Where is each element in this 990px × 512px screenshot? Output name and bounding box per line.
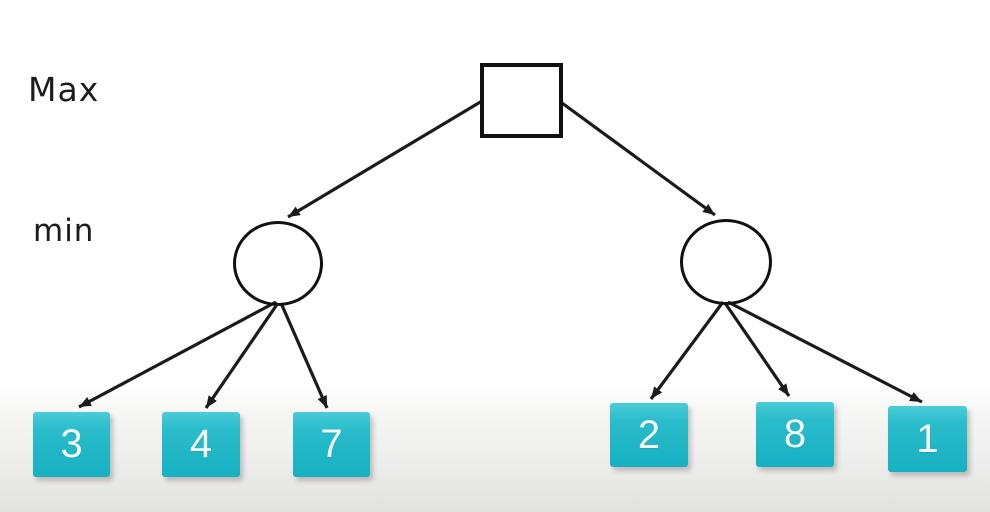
- leaf-value: 8: [783, 412, 807, 456]
- min-node-right: [680, 219, 772, 305]
- leaf-node: 8: [756, 402, 834, 467]
- edge-rightmin-to-leaf-8: [723, 302, 791, 397]
- leaf-value: 7: [320, 422, 343, 466]
- root-max-node: [480, 63, 563, 138]
- edge-leftmin-to-leaf-4: [204, 302, 280, 409]
- leaf-node: 1: [888, 406, 967, 472]
- leaf-value: 4: [189, 422, 213, 466]
- edge-root-to-right-min: [561, 101, 716, 217]
- edge-root-to-left-min: [287, 99, 483, 219]
- leaf-node: 3: [33, 412, 110, 477]
- leaf-value: 2: [637, 412, 661, 457]
- min-level-label: min: [33, 213, 95, 249]
- leaf-node: 4: [162, 412, 240, 477]
- edge-leftmin-to-leaf-3: [78, 300, 277, 409]
- leaf-value: 1: [916, 416, 939, 461]
- edge-leftmin-to-leaf-7: [279, 302, 329, 409]
- leaf-node: 7: [293, 412, 370, 477]
- leaf-node: 2: [610, 403, 688, 467]
- min-node-left: [233, 221, 323, 306]
- max-level-label: Max: [28, 70, 100, 109]
- leaf-value: 3: [60, 422, 83, 466]
- edge-rightmin-to-leaf-2: [649, 301, 725, 400]
- edge-rightmin-to-leaf-1: [727, 300, 923, 404]
